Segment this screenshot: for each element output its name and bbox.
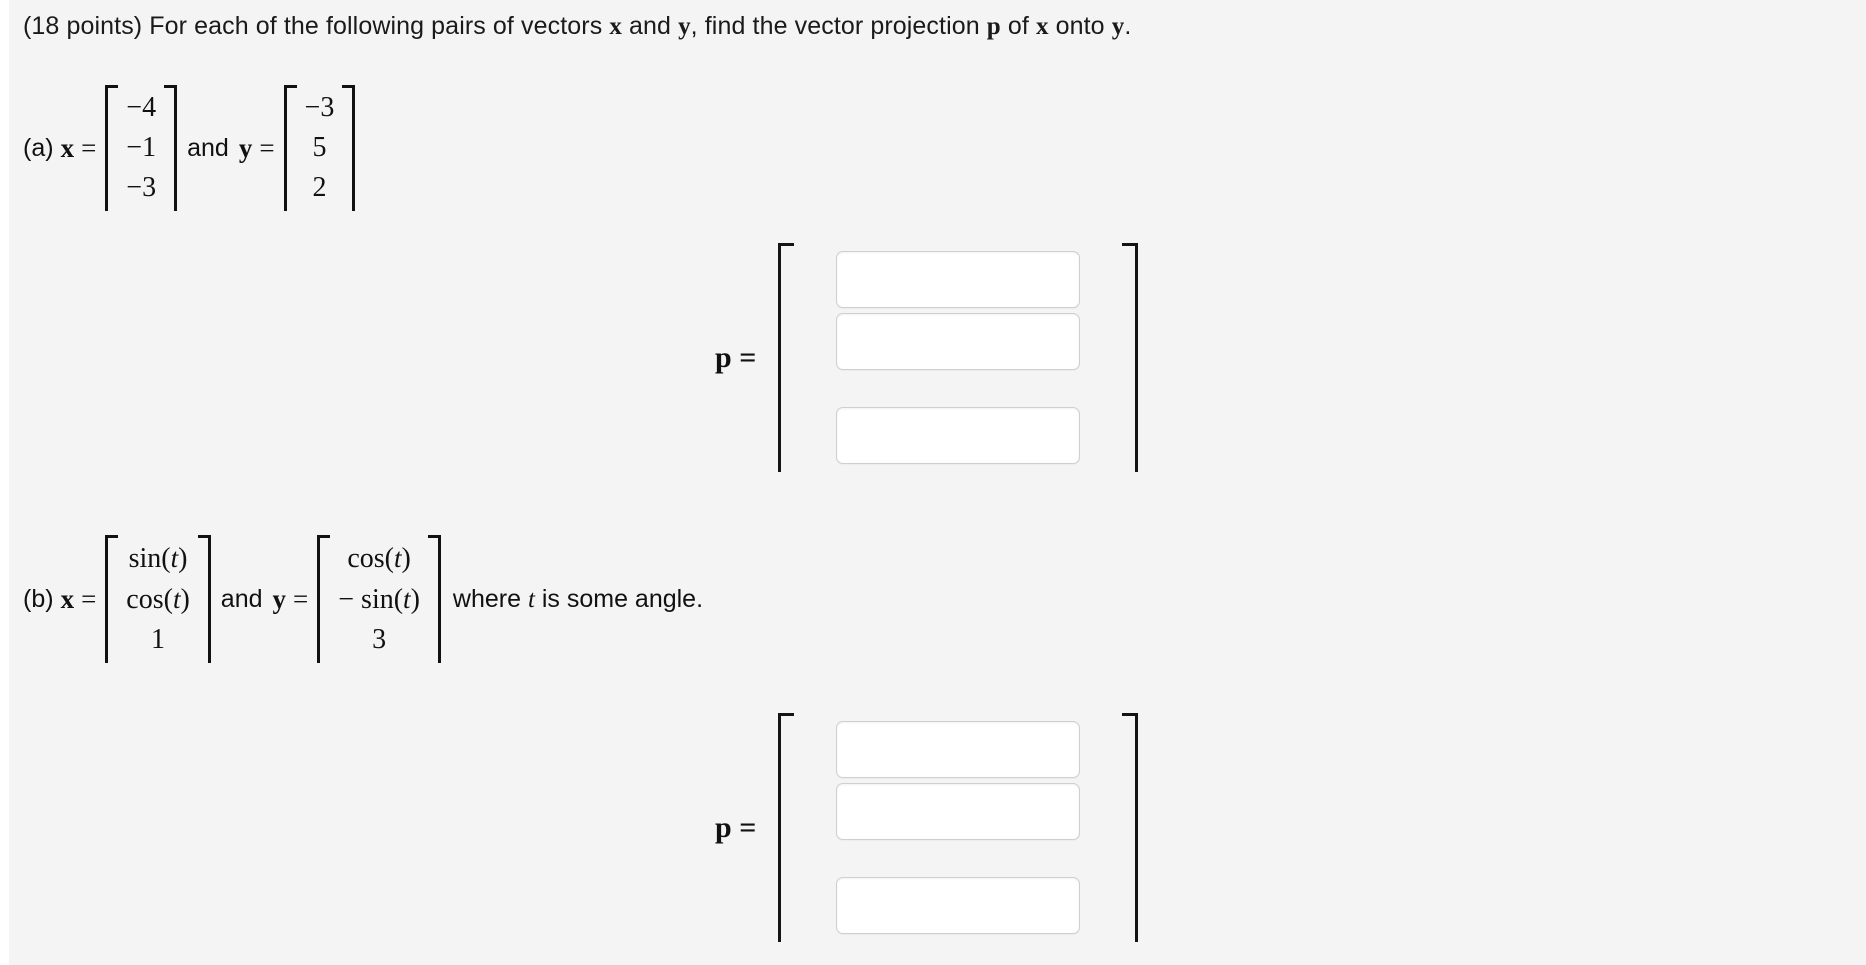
part-a-x-equals: = — [81, 132, 97, 163]
part-a-y-name: y — [238, 132, 253, 163]
part-a-answer-field-2[interactable] — [836, 313, 1081, 370]
part-a-vector-x: −4 −1 −3 — [105, 85, 178, 211]
part-b-answer-field-1[interactable] — [836, 721, 1081, 778]
bracket-right-icon — [427, 535, 441, 663]
answer-label-equals: = — [739, 340, 757, 374]
prompt-mid: , find the vector projection — [690, 12, 980, 40]
part-b-vector-x: sin(t) cos(t) 1 — [105, 535, 211, 663]
part-b-answer-field-3[interactable] — [836, 877, 1081, 934]
answer-label-var: p — [715, 340, 732, 374]
bracket-right-icon — [197, 535, 211, 663]
bracket-right-icon — [342, 85, 356, 211]
prompt-var-x2: x — [1035, 13, 1049, 40]
vector-entry: −3 — [126, 172, 157, 203]
part-a-answer-field-1[interactable] — [836, 251, 1081, 308]
vector-entry: −3 — [304, 92, 335, 123]
vector-entry: 1 — [151, 624, 166, 655]
part-b-answer-field-2[interactable] — [836, 783, 1081, 840]
part-b-y-name: y — [272, 583, 287, 614]
part-a-answer: p = — [715, 243, 1139, 472]
bracket-left-icon — [317, 535, 331, 663]
part-a-x-name: x — [60, 132, 75, 163]
part-b-tail-note: where t is some angle. — [452, 584, 704, 613]
vector-entry: 2 — [312, 172, 327, 203]
part-a-join: and — [187, 133, 229, 162]
part-b-statement: (b) x = sin(t) cos(t) 1 and y = cos(t) −… — [23, 535, 703, 663]
part-b-x-name: x — [60, 583, 75, 614]
part-a-answer-field-3[interactable] — [836, 407, 1081, 464]
part-b-answer-label: p = — [715, 811, 756, 845]
vector-entry: 3 — [372, 624, 387, 655]
bracket-left-icon — [778, 713, 795, 942]
vector-entry: − sin(t) — [338, 584, 420, 615]
bracket-right-icon — [1122, 243, 1139, 472]
prompt-conj: and — [629, 12, 672, 40]
prompt-var-x: x — [609, 13, 622, 40]
vector-entry: 5 — [312, 132, 327, 163]
part-b-label: (b) — [23, 584, 54, 613]
bracket-left-icon — [283, 85, 297, 211]
prompt-var-y: y — [678, 13, 691, 40]
bracket-right-icon — [1122, 713, 1139, 942]
answer-label-equals: = — [739, 810, 757, 844]
part-a-y-equals: = — [259, 132, 275, 163]
prompt-onto: onto — [1055, 12, 1105, 40]
answer-label-var: p — [715, 810, 732, 844]
part-b-y-equals: = — [293, 583, 309, 614]
part-b-answer-vector — [778, 713, 1139, 942]
part-a-vector-y: −3 5 2 — [283, 85, 356, 211]
vector-entry: sin(t) — [128, 543, 188, 574]
worksheet-page: (18 points) For each of the following pa… — [9, 0, 1866, 965]
bracket-left-icon — [778, 243, 795, 472]
part-b-answer: p = — [715, 713, 1139, 942]
vector-entry: cos(t) — [126, 584, 190, 615]
prompt-var-y2: y — [1111, 13, 1125, 40]
prompt-lead: (18 points) For each of the following pa… — [23, 12, 603, 40]
vector-entry: −4 — [126, 92, 157, 123]
vector-entry: cos(t) — [347, 543, 411, 574]
part-b-join: and — [220, 584, 263, 613]
prompt-period: . — [1124, 12, 1132, 40]
part-b-x-equals: = — [81, 583, 97, 614]
question-prompt: (18 points) For each of the following pa… — [23, 12, 1131, 41]
bracket-right-icon — [164, 85, 178, 211]
part-a-statement: (a) x = −4 −1 −3 and y = −3 5 2 — [23, 85, 356, 211]
part-a-answer-vector — [778, 243, 1139, 472]
part-b-vector-y: cos(t) − sin(t) 3 — [317, 535, 441, 663]
part-a-label: (a) — [23, 133, 54, 162]
part-a-answer-label: p = — [715, 341, 756, 375]
bracket-left-icon — [105, 535, 119, 663]
bracket-left-icon — [105, 85, 119, 211]
prompt-var-p: p — [986, 13, 1001, 40]
vector-entry: −1 — [126, 132, 157, 163]
prompt-of: of — [1007, 12, 1029, 40]
